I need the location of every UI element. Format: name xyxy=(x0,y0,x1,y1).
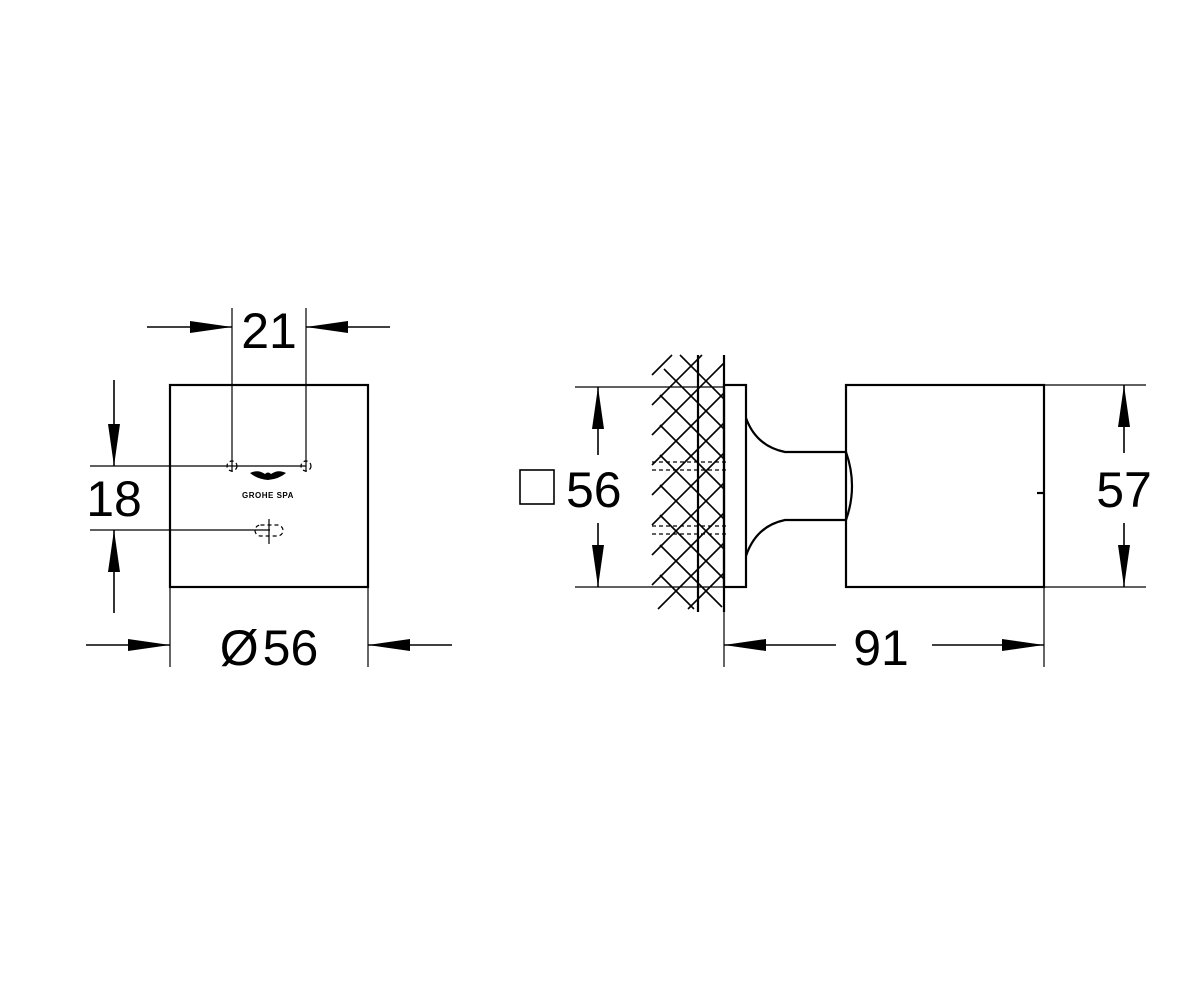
holder-head xyxy=(844,383,1046,589)
diameter-left-arrow xyxy=(128,639,170,651)
mounting-hole-left xyxy=(226,460,238,472)
hole-spacing-right-arrow xyxy=(306,321,348,333)
mounting-hole-right xyxy=(300,460,312,472)
hatch-line xyxy=(659,544,723,608)
height-offset-top-arrow xyxy=(108,424,120,466)
hatch-line xyxy=(651,362,725,436)
dimension-hole-spacing: 21 xyxy=(147,303,390,359)
hatch-line xyxy=(651,452,725,526)
side-view: 56 91 57 xyxy=(519,354,1152,676)
hatch-line xyxy=(651,354,703,406)
hatch-line xyxy=(659,394,725,460)
square-top-arrow xyxy=(592,387,604,429)
hatch-line xyxy=(659,424,725,490)
height-label: 57 xyxy=(1096,462,1152,518)
base-plate xyxy=(722,383,748,589)
hatch-line xyxy=(659,484,725,550)
projection-left-arrow xyxy=(724,639,766,651)
wall-hatching xyxy=(651,354,726,612)
dimension-projection: 91 xyxy=(723,587,1045,676)
hatch-line xyxy=(663,368,725,430)
logo-brand-text: GROHE SPA xyxy=(242,491,294,500)
diameter-label: Ø56 xyxy=(220,620,319,676)
logo-emblem xyxy=(250,471,286,480)
height-bottom-arrow xyxy=(1118,545,1130,587)
hole-spacing-label: 21 xyxy=(241,303,297,359)
hatch-line xyxy=(659,514,725,580)
front-view-outline xyxy=(168,383,370,589)
dimension-diameter: Ø56 xyxy=(86,587,452,676)
dimension-height: 57 xyxy=(1044,384,1152,588)
square-bottom-arrow xyxy=(592,545,604,587)
hatch-line xyxy=(651,392,725,466)
height-top-arrow xyxy=(1118,385,1130,427)
height-offset-label: 18 xyxy=(86,471,142,527)
projection-right-arrow xyxy=(1002,639,1044,651)
hatch-line xyxy=(679,354,725,400)
diameter-right-arrow xyxy=(368,639,410,651)
square-symbol xyxy=(519,469,555,505)
front-view: GROHE SPA 21 18 Ø56 xyxy=(86,303,452,676)
diameter-symbol: Ø xyxy=(220,620,259,676)
hatch-line xyxy=(659,574,695,610)
holder-neck xyxy=(744,417,854,557)
hatch-line xyxy=(659,454,725,520)
brand-logo: GROHE SPA xyxy=(242,471,294,500)
hole-spacing-left-arrow xyxy=(190,321,232,333)
hatch-line xyxy=(651,354,673,376)
height-offset-bottom-arrow xyxy=(108,530,120,572)
diameter-value: 56 xyxy=(263,620,319,676)
dimension-square: 56 xyxy=(519,386,724,588)
hatch-line xyxy=(651,422,725,496)
wall-screws xyxy=(652,461,726,535)
hatch-line xyxy=(651,512,725,586)
projection-label: 91 xyxy=(853,620,909,676)
hatch-lines xyxy=(651,354,725,610)
square-size-label: 56 xyxy=(566,462,622,518)
hatch-line xyxy=(651,482,725,556)
dimension-height-offset: 18 xyxy=(86,380,142,613)
